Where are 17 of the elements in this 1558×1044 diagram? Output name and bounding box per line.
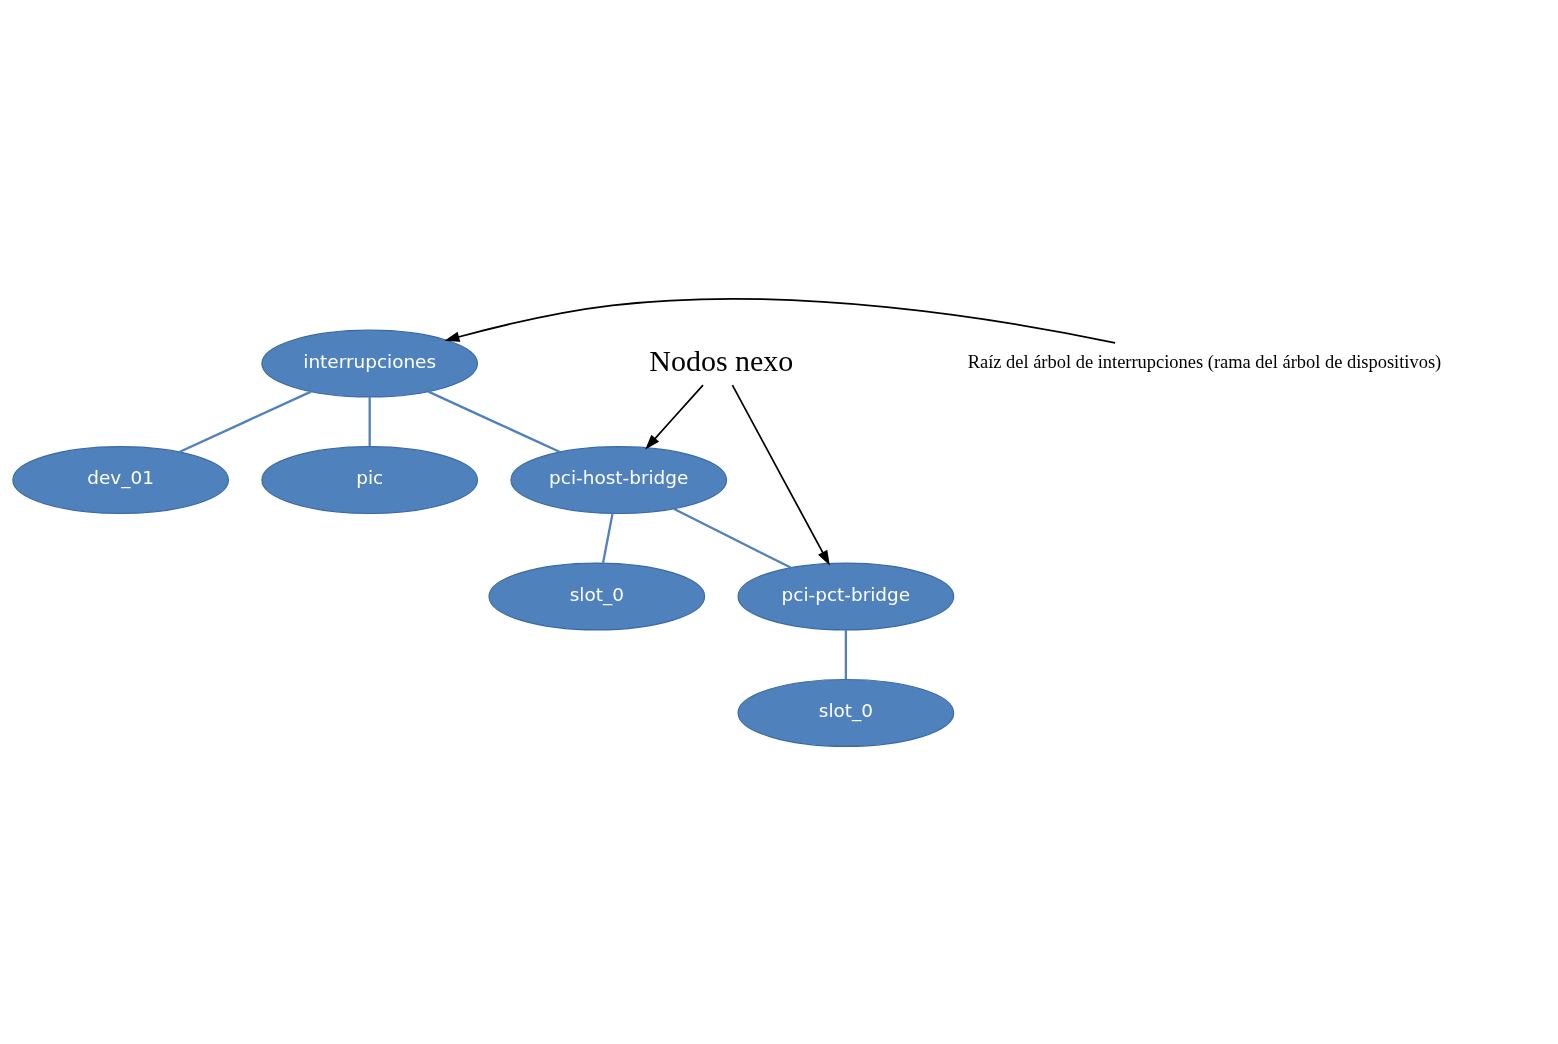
arrow: [645, 383, 704, 449]
node-ellipse: slot_0: [488, 562, 706, 630]
connector: [844, 629, 848, 679]
node-text: Raíz del árbol de interrupciones (rama del árbol de dispositivos): [967, 351, 1442, 372]
connector: [673, 507, 792, 569]
node-text: Nodos nexo: [649, 343, 794, 377]
node-ellipse: pci-host-bridge: [510, 445, 728, 514]
node-ellipse: slot_0: [737, 678, 955, 747]
arrow: [731, 383, 830, 566]
node-ellipse: pic: [261, 445, 479, 514]
connector: [427, 390, 561, 453]
connector: [601, 512, 614, 563]
connector: [368, 396, 371, 446]
connector: [178, 390, 312, 453]
node-ellipse: pci-pct-bridge: [737, 562, 955, 630]
arrow: [444, 297, 1116, 344]
node-ellipse: dev_01: [12, 445, 230, 514]
